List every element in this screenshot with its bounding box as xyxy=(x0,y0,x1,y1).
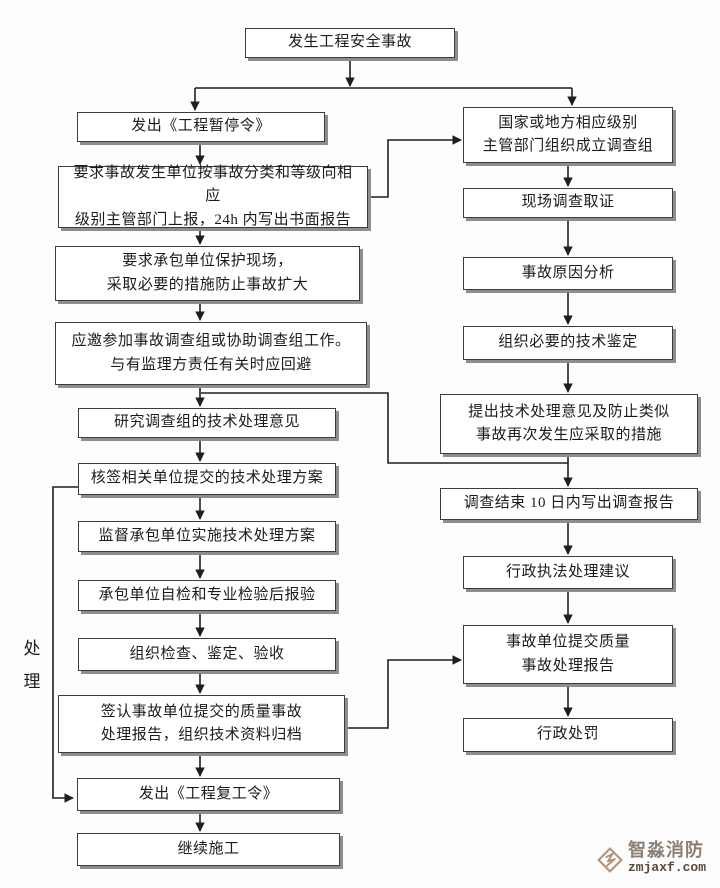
watermark: 智淼消防 zmjaxf.com xyxy=(596,840,706,876)
node-countersign-plan: 核签相关单位提交的技术处理方案 xyxy=(78,463,336,495)
diamond-logo-icon xyxy=(597,847,623,873)
node-protect-site: 要求承包单位保护现场， 采取必要的措施防止事故扩大 xyxy=(55,246,360,301)
flow-edge xyxy=(345,655,462,729)
node-enforcement-suggestion: 行政执法处理建议 xyxy=(463,556,673,589)
node-study-technical-opinion: 研究调查组的技术处理意见 xyxy=(78,408,336,438)
watermark-domain: zmjaxf.com xyxy=(628,860,707,875)
node-technical-appraisal: 组织必要的技术鉴定 xyxy=(463,326,673,360)
node-site-evidence-collection: 现场调查取证 xyxy=(463,188,673,218)
node-issue-suspension-order: 发出《工程暂停令》 xyxy=(77,112,325,142)
node-sign-report-archive: 签认事故单位提交的质量事故 处理报告，组织技术资料归档 xyxy=(58,695,345,753)
node-submit-accident-report: 事故单位提交质量 事故处理报告 xyxy=(463,625,673,684)
watermark-brand: 智淼消防 xyxy=(628,840,704,860)
node-cause-analysis: 事故原因分析 xyxy=(463,257,673,290)
node-report-within-24h: 要求事故发生单位按事故分类和等级向相应 级别主管部门上报，24h 内写出书面报告 xyxy=(58,165,368,228)
node-join-investigation-team: 应邀参加事故调查组或协助调查组工作。 与有监理方责任有关时应回避 xyxy=(55,322,367,385)
node-report-within-10-days: 调查结束 10 日内写出调查报告 xyxy=(440,488,698,520)
handling-phase-label: 处理 xyxy=(23,639,41,691)
node-contractor-inspection: 承包单位自检和专业检验后报验 xyxy=(78,580,336,611)
node-issue-resume-order: 发出《工程复工令》 xyxy=(77,778,340,811)
flow-edge xyxy=(368,135,462,198)
node-organize-acceptance: 组织检查、鉴定、验收 xyxy=(78,638,336,671)
node-propose-measures: 提出技术处理意见及防止类似 事故再次发生应采取的措施 xyxy=(440,394,698,454)
node-supervise-implementation: 监督承包单位实施技术处理方案 xyxy=(78,521,336,552)
node-form-investigation-team: 国家或地方相应级别 主管部门组织成立调查组 xyxy=(463,107,673,163)
node-continue-construction: 继续施工 xyxy=(77,833,340,866)
node-accident-occurred: 发生工程安全事故 xyxy=(245,28,455,58)
node-administrative-penalty: 行政处罚 xyxy=(463,718,673,752)
